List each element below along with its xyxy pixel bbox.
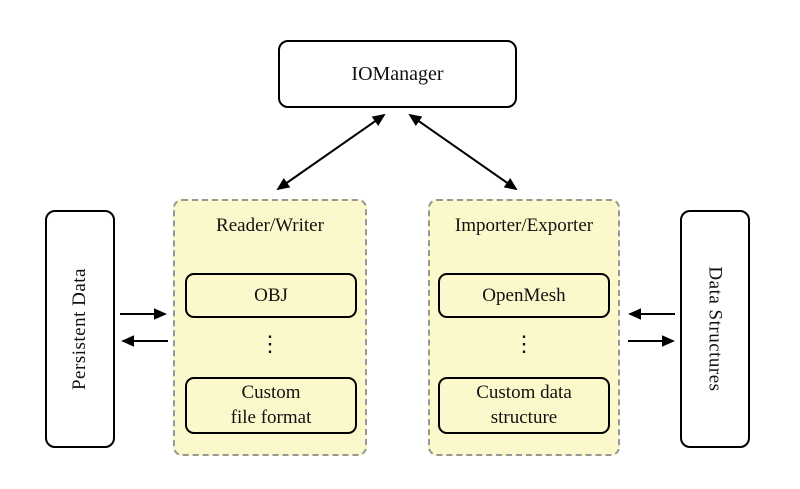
persistent-data-label: Persistent Data bbox=[69, 267, 91, 391]
custom-file-format-node: Custom file format bbox=[185, 377, 357, 434]
arrow-iomanager-importerexporter bbox=[408, 113, 518, 191]
data-structures-node: Data Structures bbox=[680, 210, 750, 448]
iomanager-label: IOManager bbox=[351, 62, 444, 85]
data-structures-label: Data Structures bbox=[705, 266, 726, 392]
reader-writer-ellipsis: ⋮ bbox=[259, 331, 281, 356]
importer-exporter-ellipsis: ⋮ bbox=[513, 331, 535, 356]
importer-exporter-group-title: Importer/Exporter bbox=[454, 215, 594, 236]
openmesh-node: OpenMesh bbox=[438, 273, 610, 318]
obj-label: OBJ bbox=[254, 284, 288, 306]
iomanager-node: IOManager bbox=[278, 40, 517, 108]
persistent-data-node: Persistent Data bbox=[45, 210, 115, 448]
custom-file-format-label: Custom file format bbox=[230, 381, 312, 428]
custom-data-structure-label: Custom data structure bbox=[476, 381, 572, 428]
obj-node: OBJ bbox=[185, 273, 357, 318]
openmesh-label: OpenMesh bbox=[482, 284, 566, 306]
arrow-iomanager-readerwriter bbox=[276, 113, 386, 191]
reader-writer-group-title: Reader/Writer bbox=[216, 215, 324, 236]
custom-data-structure-node: Custom data structure bbox=[438, 377, 610, 434]
